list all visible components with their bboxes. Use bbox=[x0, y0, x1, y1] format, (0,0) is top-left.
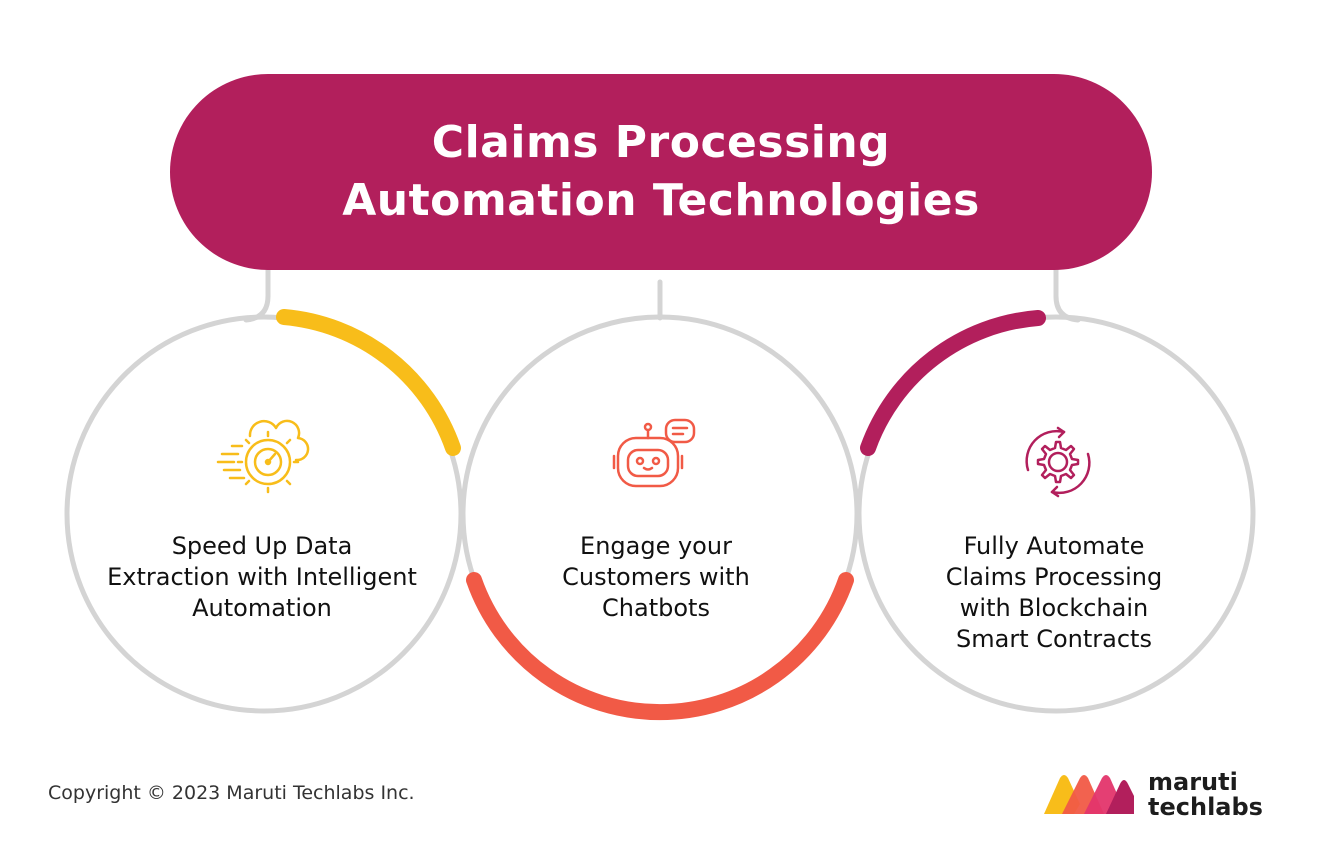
card-2-line-3: Chatbots bbox=[602, 594, 710, 622]
chatbot-robot-icon bbox=[610, 416, 700, 492]
circle-outline-right bbox=[856, 314, 1256, 714]
maruti-techlabs-logo-mark bbox=[1044, 775, 1134, 814]
card-label-speed-up-data-extraction: Speed Up Data Extraction with Intelligen… bbox=[82, 531, 442, 624]
card-3-line-3: with Blockchain bbox=[959, 594, 1149, 622]
logo-wordmark: maruti techlabs bbox=[1148, 770, 1263, 820]
accent-arc-left bbox=[276, 309, 461, 456]
card-label-engage-customers-chatbots: Engage your Customers with Chatbots bbox=[476, 531, 836, 624]
gear-cycle-icon bbox=[1014, 420, 1098, 504]
card-1-line-2: Extraction with Intelligent bbox=[107, 563, 417, 591]
connector-right bbox=[1053, 265, 1081, 323]
copyright-text: Copyright © 2023 Maruti Techlabs Inc. bbox=[48, 782, 415, 804]
card-3-line-2: Claims Processing bbox=[945, 563, 1163, 591]
accent-arc-right bbox=[860, 310, 1046, 456]
card-2-line-1: Engage your bbox=[580, 532, 732, 560]
title-banner: Claims Processing Automation Technologie… bbox=[170, 74, 1152, 270]
logo-line-2: techlabs bbox=[1148, 793, 1263, 821]
title-line-2: Automation Technologies bbox=[342, 175, 980, 226]
card-label-fully-automate-claims: Fully Automate Claims Processing with Bl… bbox=[874, 531, 1234, 655]
connector-left bbox=[243, 265, 271, 323]
accent-arc-middle bbox=[466, 572, 854, 721]
logo-line-1: maruti bbox=[1148, 768, 1238, 796]
card-1-line-1: Speed Up Data bbox=[171, 532, 353, 560]
card-2-line-2: Customers with bbox=[562, 563, 750, 591]
title-line-1: Claims Processing bbox=[431, 117, 891, 168]
card-3-line-4: Smart Contracts bbox=[956, 625, 1152, 653]
card-1-line-3: Automation bbox=[192, 594, 332, 622]
speedometer-gear-cloud-icon bbox=[214, 414, 310, 494]
card-3-line-1: Fully Automate bbox=[963, 532, 1145, 560]
